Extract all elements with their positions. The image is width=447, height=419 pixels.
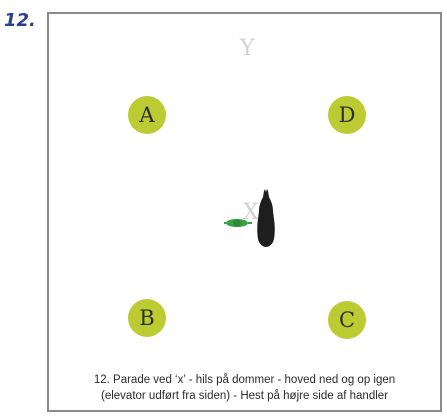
marker-a: A (128, 96, 166, 134)
horse-figure (257, 189, 275, 247)
caption: 12. Parade ved ‘x’ - hils på dommer - ho… (49, 372, 440, 404)
marker-d-label: D (338, 103, 356, 127)
caption-line-1: 12. Parade ved ‘x’ - hils på dommer - ho… (93, 374, 396, 386)
handler-figure (224, 219, 252, 227)
marker-a-label: A (139, 103, 155, 127)
step-number: 12. (4, 10, 36, 31)
marker-c: C (328, 301, 366, 339)
marker-b: B (128, 299, 166, 337)
arena-diagram: Y A D B C X 12. Parade ved ‘x’ - hils på… (47, 12, 442, 412)
caption-line-2: (elevator udført fra siden) - Hest på hø… (101, 390, 388, 402)
letter-x: X (243, 200, 259, 225)
marker-b-label: B (139, 306, 155, 330)
letter-y: Y (240, 36, 255, 61)
marker-c-label: C (338, 308, 356, 332)
marker-d: D (328, 96, 366, 134)
